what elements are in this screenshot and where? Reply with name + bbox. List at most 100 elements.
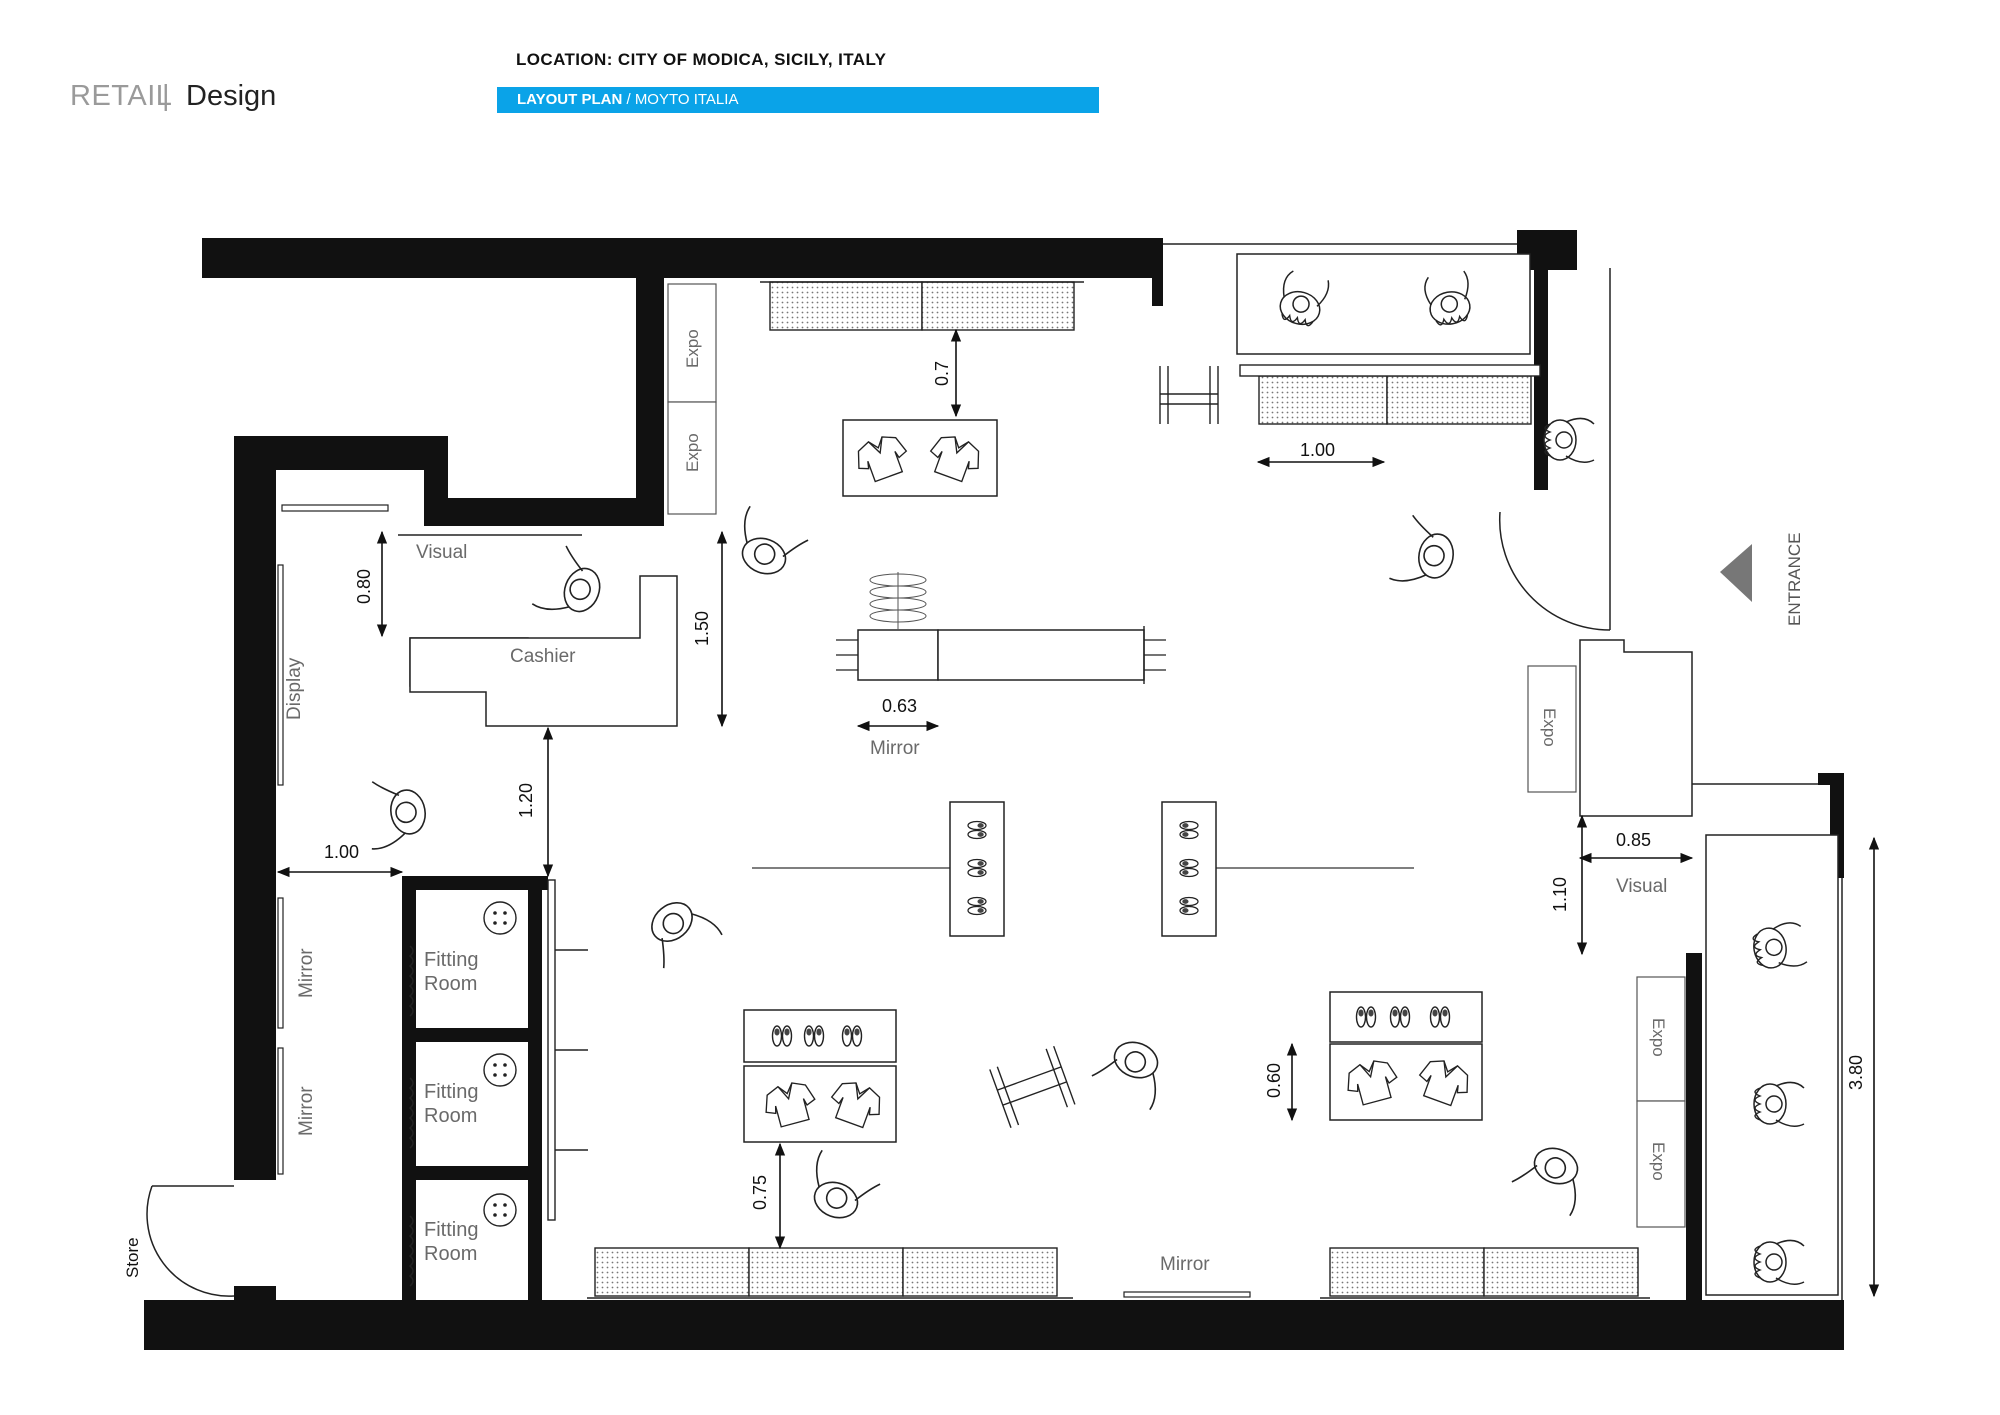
bottom-shelf-right (1320, 1247, 1650, 1299)
location-title: LOCATION: CITY OF MODICA, SICILY, ITALY (516, 50, 887, 69)
entrance-door[interactable] (1498, 508, 1611, 631)
wall-right-jamb (1534, 230, 1548, 490)
plan-title-bar: LAYOUT PLAN / MOYTO ITALIA (497, 87, 1099, 113)
top-shelf (760, 281, 1084, 331)
mirror-label: Mirror (296, 948, 317, 998)
fitting-wall-top (402, 876, 548, 890)
fitting-room-label: Fitting (424, 1081, 478, 1103)
curtain-icon (408, 1215, 414, 1287)
fitting-room-2[interactable]: Fitting Room (408, 1053, 517, 1149)
brand-design: Design (186, 80, 277, 112)
fitting-wall-right (528, 876, 542, 1300)
dim-label: 0.63 (882, 696, 917, 716)
mirror-strip (277, 1047, 284, 1175)
brand-retail: RETAIL (70, 80, 173, 112)
person-icon (359, 772, 431, 851)
top-right-shelf (1239, 364, 1541, 425)
plan-slash: / (622, 91, 635, 108)
person-icon (728, 505, 813, 586)
expo-panel-right: Expo Expo Expo (1527, 665, 1686, 1228)
person-icon (632, 888, 724, 979)
dimension-lines (276, 328, 1880, 1298)
mirror-label: Mirror (870, 738, 920, 759)
dim-label: 1.00 (1300, 440, 1335, 460)
dim-label: 1.00 (324, 842, 359, 862)
wall-pillar (636, 278, 664, 526)
plan-label: LAYOUT PLAN (517, 91, 623, 108)
mirror-strip (1123, 1291, 1251, 1298)
store-label: Store (123, 1237, 142, 1278)
person-icon (1087, 1030, 1172, 1111)
person-icon (1507, 1136, 1592, 1217)
fitting-divider-2 (402, 1166, 542, 1180)
stool-icon (483, 1053, 517, 1087)
expo-label: Expo (1540, 708, 1559, 747)
dim-label: 0.7 (932, 361, 952, 386)
dim-label: 0.75 (750, 1175, 770, 1210)
window-display-right (1705, 834, 1839, 1296)
dim-label: 1.10 (1550, 877, 1570, 912)
clothes-rack (1159, 366, 1219, 424)
wall-bottom (144, 1300, 1844, 1350)
person-icon (531, 541, 612, 626)
stool-icon (483, 901, 517, 935)
walls (144, 230, 1844, 1350)
dim-label: 0.60 (1264, 1063, 1284, 1098)
table-lower-right (1329, 991, 1483, 1121)
wall-top-stub (1152, 238, 1163, 306)
shelf-strip (281, 504, 389, 512)
cashier-counter (409, 575, 678, 727)
wall-top-left (202, 238, 1162, 278)
fitting-room-label: Room (424, 1105, 477, 1127)
fitting-hang-rail (547, 879, 588, 1221)
mirror-unit (836, 572, 1166, 684)
store-door[interactable] (146, 1185, 235, 1297)
fitting-divider-1 (402, 1028, 542, 1042)
table-lower-left (743, 1009, 897, 1143)
window-lines (1163, 243, 1843, 1300)
fitting-room-3[interactable]: Fitting Room (408, 1193, 517, 1287)
dim-label: 0.80 (354, 569, 374, 604)
expo-panel-top: Expo Expo (667, 283, 717, 515)
brand-separator: | (162, 80, 170, 112)
cashier-label: Cashier (510, 646, 576, 667)
expo-label: Expo (1649, 1142, 1668, 1181)
fitting-room-label: Room (424, 1243, 477, 1265)
expo-label: Expo (1649, 1018, 1668, 1057)
curtain-icon (408, 1077, 414, 1149)
entrance-label: ENTRANCE (1785, 532, 1804, 626)
angled-rack (989, 1045, 1076, 1128)
wall-right-lower (1686, 953, 1702, 1303)
dim-label: 1.20 (516, 783, 536, 818)
wall-right-cap (1818, 773, 1844, 785)
mirror-label: Mirror (1160, 1254, 1210, 1275)
person-icon (1388, 512, 1460, 591)
dim-label: 3.80 (1846, 1055, 1866, 1090)
plan-name: MOYTO ITALIA (634, 91, 739, 108)
curtain-icon (408, 945, 414, 1017)
display-strip (277, 564, 284, 786)
wall-left (234, 436, 276, 1180)
fitting-room-1[interactable]: Fitting Room (408, 901, 517, 1017)
display-label: Display (284, 657, 305, 720)
expo-label: Expo (683, 329, 702, 368)
plan-title: LAYOUT PLAN / MOYTO ITALIA (517, 91, 738, 108)
shoe-rack-left (949, 801, 1005, 937)
expo-label: Expo (683, 433, 702, 472)
wall-pillar-foot (424, 498, 664, 526)
dim-label: 0.85 (1616, 830, 1651, 850)
dimension-labels: 0.7 1.00 0.80 1.50 0.63 1.20 1.00 0.85 1… (324, 361, 1866, 1210)
person-icon (800, 1149, 885, 1230)
wall-door-jamb (234, 1286, 276, 1306)
dim-label: 1.50 (692, 611, 712, 646)
mirror-strip (277, 897, 284, 1029)
visual-counter-right (1579, 639, 1693, 817)
shoe-rack-right (1161, 801, 1217, 937)
fitting-room-label: Fitting (424, 1219, 478, 1241)
stool-icon (483, 1193, 517, 1227)
mirror-label: Mirror (296, 1086, 317, 1136)
bottom-shelf-left (587, 1247, 1073, 1299)
fitting-room-label: Room (424, 973, 477, 995)
visual-label: Visual (416, 542, 467, 563)
